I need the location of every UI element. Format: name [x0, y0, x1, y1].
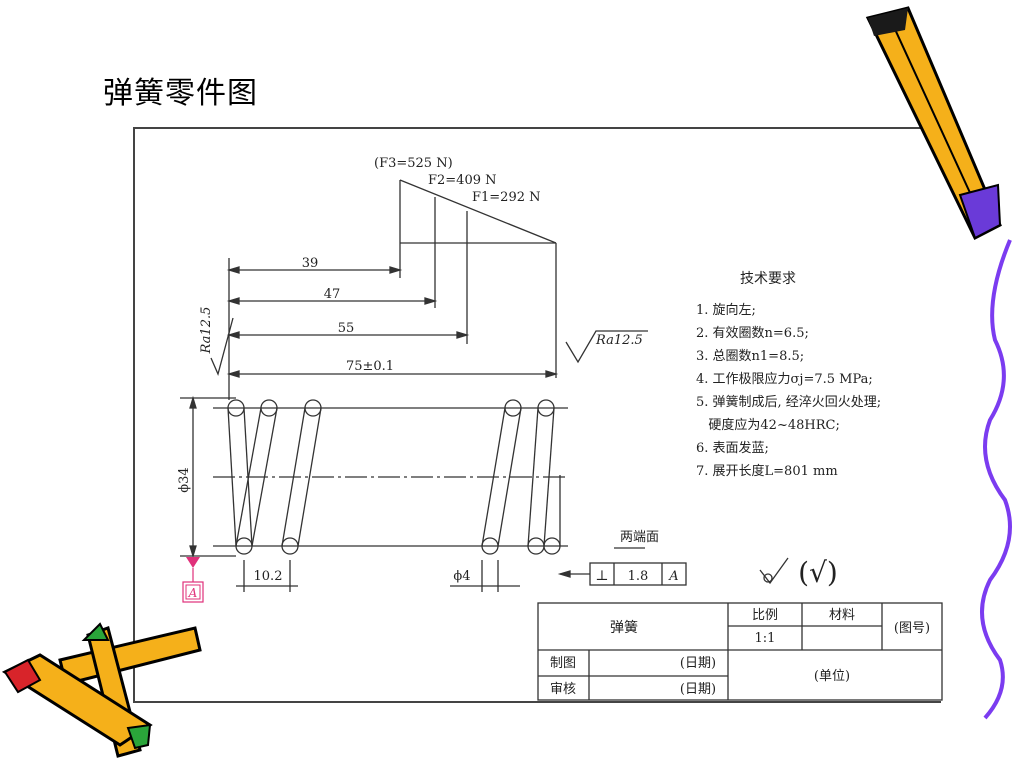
- tolerance-value: 1.8: [628, 569, 649, 584]
- slide-title: 弹簧零件图: [103, 76, 258, 111]
- scale-label: 比例: [752, 608, 778, 623]
- spring-body: [213, 399, 568, 555]
- roughness-right-icon: [565, 330, 648, 364]
- force-f1: F1=292 N: [472, 190, 541, 205]
- title-block: [537, 602, 943, 701]
- tolerance-symbol: ⊥: [595, 568, 608, 584]
- unit-label: (单位): [814, 669, 850, 684]
- tech-title: 技术要求: [740, 271, 796, 287]
- roughness-left: Ra12.5: [199, 307, 214, 355]
- dim-55: 55: [338, 321, 355, 336]
- dim-wire: ϕ4: [453, 569, 470, 584]
- load-diagram: [399, 179, 557, 378]
- datum-marker: A: [182, 557, 204, 603]
- surface-symbol: (√): [798, 556, 838, 589]
- checked-label: 审核: [550, 682, 576, 697]
- finish-circle-icon: [763, 573, 773, 583]
- roughness-right: Ra12.5: [595, 333, 643, 348]
- tolerance-label: 两端面: [620, 530, 659, 545]
- tolerance-datum: A: [668, 569, 678, 584]
- force-f2: F2=409 N: [428, 173, 497, 188]
- force-f3: (F3=525 N): [374, 156, 453, 171]
- date-1: (日期): [680, 656, 716, 671]
- tech-item: 1. 旋向左;: [696, 302, 756, 318]
- datum-label: A: [188, 586, 198, 600]
- dim-pitch: 10.2: [254, 569, 283, 584]
- dim-39: 39: [302, 256, 319, 271]
- dimension-lines: [180, 258, 559, 592]
- tech-item: 5. 弹簧制成后, 经淬火回火处理;: [696, 394, 881, 410]
- tech-item: 4. 工作极限应力σj=7.5 MPa;: [696, 371, 873, 387]
- part-name: 弹簧: [610, 620, 638, 636]
- tech-item: 6. 表面发蓝;: [696, 440, 769, 456]
- tech-item: 3. 总圈数n1=8.5;: [696, 349, 804, 364]
- squiggle-line-icon: [980, 239, 1012, 720]
- dim-47: 47: [324, 287, 341, 302]
- tolerance-frame: [557, 547, 687, 586]
- drawing-number: (图号): [894, 621, 930, 636]
- tech-item: 7. 展开长度L=801 mm: [696, 463, 838, 479]
- tech-item: 硬度应为42~48HRC;: [696, 417, 840, 433]
- date-2: (日期): [680, 682, 716, 697]
- drawn-label: 制图: [550, 656, 576, 671]
- tech-list: 1. 旋向左; 2. 有效圈数n=6.5; 3. 总圈数n1=8.5; 4. 工…: [696, 302, 881, 479]
- material-label: 材料: [829, 608, 855, 623]
- pencils-bottom-left-icon: [1, 622, 202, 758]
- dim-75: 75±0.1: [346, 359, 394, 374]
- pencil-top-right-icon: [865, 6, 1002, 241]
- roughness-left-icon: [210, 317, 234, 376]
- dim-diameter: ϕ34: [177, 467, 192, 492]
- finish-check-icon: [759, 557, 789, 585]
- scale-value: 1:1: [755, 631, 776, 646]
- tech-item: 2. 有效圈数n=6.5;: [696, 326, 809, 341]
